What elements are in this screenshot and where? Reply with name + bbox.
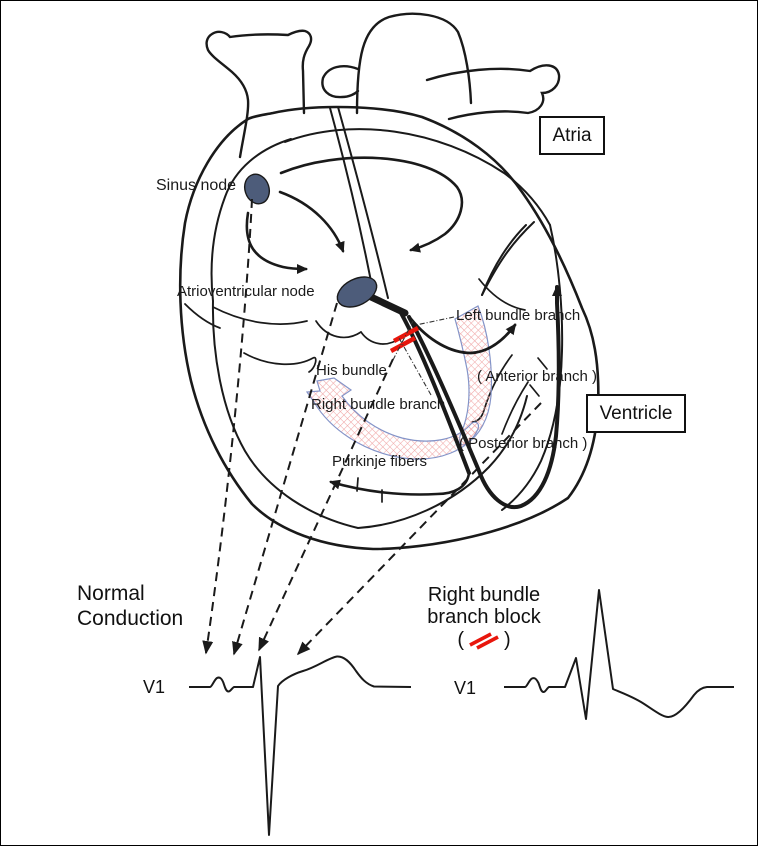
block-slash-1 bbox=[392, 326, 420, 343]
projection-line-sinus bbox=[202, 198, 253, 655]
activation-regions-group bbox=[305, 305, 492, 460]
internodal-arrow bbox=[278, 190, 345, 253]
projection-lines-group bbox=[202, 198, 542, 656]
rbbb-title: Right bundle branch block ( ) bbox=[399, 584, 569, 651]
normal-conduction-title: Normal Conduction bbox=[77, 581, 183, 631]
purkinje-tick-1 bbox=[356, 477, 359, 492]
vein-leaf-outer bbox=[481, 224, 527, 296]
leader-his-bundle bbox=[392, 320, 414, 361]
rv-activation-horseshoe bbox=[305, 377, 479, 460]
anterior-branch-label: ( Anterior branch ) bbox=[477, 368, 598, 385]
projection-line-av bbox=[232, 302, 338, 656]
av-node-label: Atrioventricular node bbox=[177, 283, 315, 300]
right-bundle-label: Right bundle branch bbox=[311, 396, 446, 413]
purkinje-tick-3 bbox=[537, 357, 548, 370]
ventricle-box-label: Ventricle bbox=[599, 403, 673, 424]
rv-inner-curve-upper bbox=[212, 306, 308, 325]
papillary-curve-2 bbox=[501, 381, 529, 435]
heart-outer-wall bbox=[178, 105, 600, 551]
normal-conduction-title-line1: Normal bbox=[77, 582, 145, 605]
atria-box-frame bbox=[539, 116, 605, 155]
projection-line-his bbox=[258, 358, 394, 652]
vessel-pulmonary-veins bbox=[425, 64, 561, 121]
left-bundle-posterior-loop bbox=[407, 285, 562, 510]
block-slash-icon bbox=[469, 632, 499, 650]
purkinje-label: Purkinje fibers bbox=[332, 453, 428, 470]
paren-close: ) bbox=[504, 629, 511, 651]
rbbb-title-line2: branch block bbox=[427, 606, 541, 628]
atrial-arrows-group bbox=[245, 156, 464, 274]
leader-right-bundle bbox=[398, 337, 432, 396]
sinus-node-shape bbox=[243, 173, 271, 205]
atrioventricular-groove bbox=[184, 303, 221, 329]
ecg-trace-rbbb bbox=[504, 589, 734, 720]
mitral-curve bbox=[478, 278, 526, 311]
ecg-trace-normal bbox=[189, 655, 412, 836]
vessel-superior-vena-cava bbox=[205, 29, 313, 159]
vessel-pulmonary-artery-loop bbox=[321, 65, 360, 99]
rbbb-title-line1: Right bundle bbox=[427, 584, 541, 606]
tricuspid-curve-1 bbox=[315, 320, 362, 339]
projection-line-purkinje bbox=[296, 402, 542, 656]
vessel-aortic-arch bbox=[355, 12, 473, 115]
right-bundle-branch-line bbox=[399, 311, 471, 475]
posterior-branch-label: ( Posterior branch ) bbox=[459, 435, 588, 452]
rbbb-block-symbol: ( ) bbox=[399, 629, 569, 651]
normal-conduction-title-line2: Conduction bbox=[77, 607, 184, 630]
atrial-spread-arrow bbox=[279, 156, 464, 253]
left-bundle-anterior-arrow bbox=[409, 317, 517, 355]
vein-leaf-inner bbox=[481, 221, 535, 296]
heart-outline-group bbox=[178, 105, 600, 551]
lead-v1-left-label: V1 bbox=[143, 677, 166, 697]
tricuspid-curve-2 bbox=[360, 331, 401, 345]
rv-inner-curve-hooked bbox=[243, 352, 317, 373]
nodes-group bbox=[243, 173, 378, 308]
atria-box-label: Atria bbox=[552, 125, 592, 146]
conduction-system-group bbox=[329, 285, 562, 510]
ventricle-box-frame bbox=[586, 394, 686, 433]
right-bundle-purkinje-hook bbox=[329, 471, 471, 496]
sinus-node-label: Sinus node bbox=[156, 177, 237, 194]
leader-lines-group bbox=[392, 316, 455, 396]
his-bundle-label: His bundle bbox=[316, 362, 387, 379]
av-node-shape bbox=[336, 276, 378, 308]
purkinje-tick-4 bbox=[529, 384, 540, 397]
heart-inner-wall-atria-top bbox=[284, 128, 551, 226]
heart-inner-wall-left bbox=[210, 138, 528, 530]
lead-v1-right-label: V1 bbox=[454, 678, 477, 698]
atrial-septum-line-1 bbox=[329, 107, 375, 298]
ecg-traces-group bbox=[189, 589, 734, 836]
leader-left-bundle bbox=[415, 316, 455, 326]
atrial-septum-line-2 bbox=[337, 106, 389, 299]
label-boxes-group bbox=[539, 116, 686, 433]
his-bundle-segment bbox=[367, 293, 409, 317]
left-bundle-label: Left bundle branch bbox=[456, 307, 581, 324]
paren-open: ( bbox=[457, 629, 464, 651]
sinus-to-av-arrow bbox=[245, 211, 308, 274]
